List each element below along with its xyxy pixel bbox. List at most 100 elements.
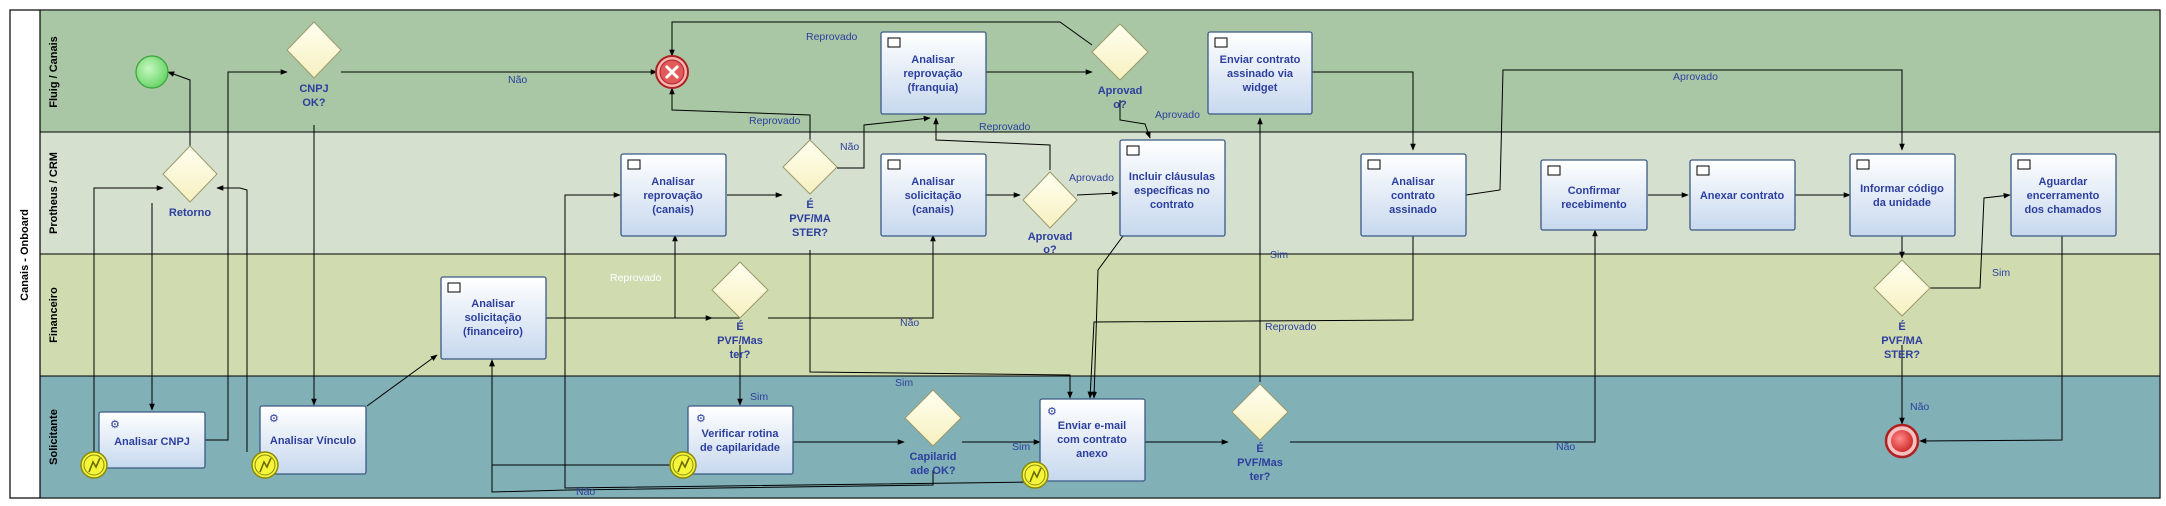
gateway-capilaridade-ok[interactable]: Capilarid ade OK?	[904, 389, 962, 477]
svg-text:contrato: contrato	[1391, 190, 1435, 202]
task-analisar-vinculo[interactable]: ⚙ Analisar Vínculo	[259, 405, 367, 475]
gear-icon: ⚙	[110, 419, 120, 431]
label-nao-pvf1: Não	[840, 141, 859, 153]
lane-title-solicitante: Solicitante	[48, 409, 60, 465]
label-reprovado-top: Reprovado	[806, 31, 858, 43]
svg-text:Retorno: Retorno	[169, 207, 211, 219]
task-analisar-reprovacao-franquia[interactable]: Analisar reprovação (franquia)	[880, 31, 987, 115]
gateway-aprovado-2[interactable]: Aprovad o?	[1022, 171, 1078, 256]
svg-text:(franquia): (franquia)	[908, 82, 959, 94]
gateway-pvf-master-financeiro[interactable]: É PVF/Mas ter?	[711, 261, 769, 361]
svg-text:Analisar: Analisar	[911, 176, 955, 188]
end-event	[1884, 423, 1920, 459]
flow-timer1-to-retorno	[93, 185, 164, 452]
gateway-aprovado-1[interactable]: Aprovad o?	[1091, 23, 1149, 111]
task-analisar-contrato-assinado[interactable]: Analisar contrato assinado	[1360, 153, 1467, 237]
svg-text:(canais): (canais)	[652, 204, 694, 216]
svg-text:(canais): (canais)	[912, 204, 954, 216]
task-enviar-email[interactable]: ⚙ Enviar e-mail com contrato anexo	[1039, 398, 1146, 482]
user-icon	[627, 159, 641, 170]
flow-pvf1-sim	[809, 250, 1073, 399]
svg-text:Aprovad: Aprovad	[1028, 231, 1073, 243]
flow-timer3-to-fin	[489, 359, 683, 466]
user-icon	[447, 282, 461, 293]
label-aprovado-gw2: Aprovado	[1069, 172, 1114, 184]
gear-icon: ⚙	[1047, 406, 1057, 418]
flow-fin-nao	[768, 234, 936, 319]
flow-cnpj-task-to-gw	[205, 69, 288, 441]
gateway-cnpj-ok[interactable]: CNPJ OK?	[286, 21, 342, 109]
user-icon	[1214, 37, 1228, 48]
svg-text:solicitação: solicitação	[905, 190, 962, 202]
user-icon	[887, 159, 901, 170]
flow-pvf1-nao	[837, 115, 931, 169]
user-icon	[1547, 165, 1561, 176]
user-icon	[1126, 145, 1140, 156]
label-nao-end: Não	[1910, 401, 1929, 413]
lane-financeiro: Financeiro	[39, 253, 2161, 377]
flow-pvf2-sim	[1930, 192, 2011, 289]
gateway-retorno[interactable]: Retorno	[162, 145, 218, 219]
task-analisar-solicitacao-canais[interactable]: Analisar solicitação (canais)	[880, 153, 987, 237]
label-reprovado-fin: Reprovado	[610, 272, 662, 284]
task-incluir-clausulas[interactable]: Incluir cláusulas específicas no contrat…	[1119, 139, 1226, 237]
pool-title: Canais - Onboard	[19, 209, 31, 301]
svg-text:Aguardar: Aguardar	[2039, 176, 2089, 188]
start-event	[135, 55, 169, 89]
flow-widget-to-analisar	[1312, 71, 1416, 151]
svg-text:ade OK?: ade OK?	[910, 465, 956, 477]
flow-aguardar-to-end	[1919, 236, 2063, 444]
svg-text:ter?: ter?	[730, 349, 751, 361]
user-icon	[1856, 159, 1870, 170]
task-anexar-contrato[interactable]: Anexar contrato	[1689, 159, 1796, 231]
lane-protheus: Protheus / CRM	[39, 131, 2161, 255]
svg-text:Analisar CNPJ: Analisar CNPJ	[114, 436, 190, 448]
flow-timer4-nao	[564, 192, 1036, 489]
gateway-pvf-master-1[interactable]: É PVF/MA STER?	[782, 139, 838, 239]
svg-text:solicitação: solicitação	[465, 312, 522, 324]
flow-vinculo-to-fin	[366, 354, 438, 407]
tasks[interactable]: Analisar reprovação (franquia) Enviar co…	[98, 31, 2117, 482]
label-reprovado-canais: Reprovado	[749, 115, 801, 127]
svg-text:contrato: contrato	[1150, 199, 1194, 211]
gateways[interactable]: CNPJ OK? Aprovad o? Retorno É PVF/MA STE…	[162, 21, 1931, 483]
svg-text:Enviar contrato: Enviar contrato	[1220, 54, 1301, 66]
task-analisar-reprovacao-canais[interactable]: Analisar reprovação (canais)	[620, 153, 727, 237]
task-enviar-contrato-widget[interactable]: Enviar contrato assinado via widget	[1207, 31, 1313, 115]
svg-text:PVF/Mas: PVF/Mas	[1237, 457, 1283, 469]
gateway-pvf-master-solicitante[interactable]: É PVF/Mas ter?	[1231, 383, 1289, 483]
svg-text:Verificar rotina: Verificar rotina	[701, 428, 779, 440]
svg-text:Incluir cláusulas: Incluir cláusulas	[1129, 171, 1215, 183]
svg-text:específicas no: específicas no	[1134, 185, 1210, 197]
svg-text:(financeiro): (financeiro)	[463, 326, 523, 338]
svg-text:Aprovad: Aprovad	[1098, 85, 1143, 97]
svg-text:assinado: assinado	[1389, 204, 1437, 216]
svg-text:dos chamados: dos chamados	[2024, 204, 2101, 216]
user-icon	[1367, 159, 1381, 170]
task-verificar-rotina[interactable]: ⚙ Verificar rotina de capilaridade	[687, 405, 794, 475]
task-confirmar-recebimento[interactable]: Confirmar recebimento	[1540, 159, 1648, 231]
lane-fluig: Fluig / Canais	[39, 9, 2161, 133]
svg-text:Analisar: Analisar	[471, 298, 515, 310]
timer-icon-email	[1021, 461, 1049, 489]
task-analisar-cnpj[interactable]: ⚙ Analisar CNPJ	[98, 411, 206, 469]
svg-text:É: É	[1898, 320, 1905, 333]
gateway-pvf-master-2[interactable]: É PVF/MA STER?	[1873, 259, 1931, 361]
label-sim-pvf2: Sim	[1992, 267, 2010, 279]
svg-text:PVF/Mas: PVF/Mas	[717, 335, 763, 347]
flow-pvf1-reprovado	[669, 87, 811, 140]
timer-icon-vinculo	[251, 451, 279, 479]
task-analisar-solicitacao-financeiro[interactable]: Analisar solicitação (financeiro)	[440, 276, 547, 360]
label-aprovado-incluir: Aprovado	[1155, 109, 1200, 121]
task-aguardar-encerramento[interactable]: Aguardar encerramento dos chamados	[2010, 153, 2117, 237]
timer-icon-verificar	[669, 451, 697, 479]
flow-contrato-reprovado	[1087, 236, 1414, 399]
label-sim-cap: Sim	[750, 391, 768, 403]
flow-gw-nao-confirmar	[1290, 229, 1598, 443]
task-informar-codigo[interactable]: Informar código da unidade	[1849, 153, 1956, 237]
svg-text:Analisar: Analisar	[911, 54, 955, 66]
svg-text:Anexar contrato: Anexar contrato	[1700, 190, 1785, 202]
svg-text:É: É	[736, 320, 743, 333]
svg-text:Analisar Vínculo: Analisar Vínculo	[270, 435, 356, 447]
